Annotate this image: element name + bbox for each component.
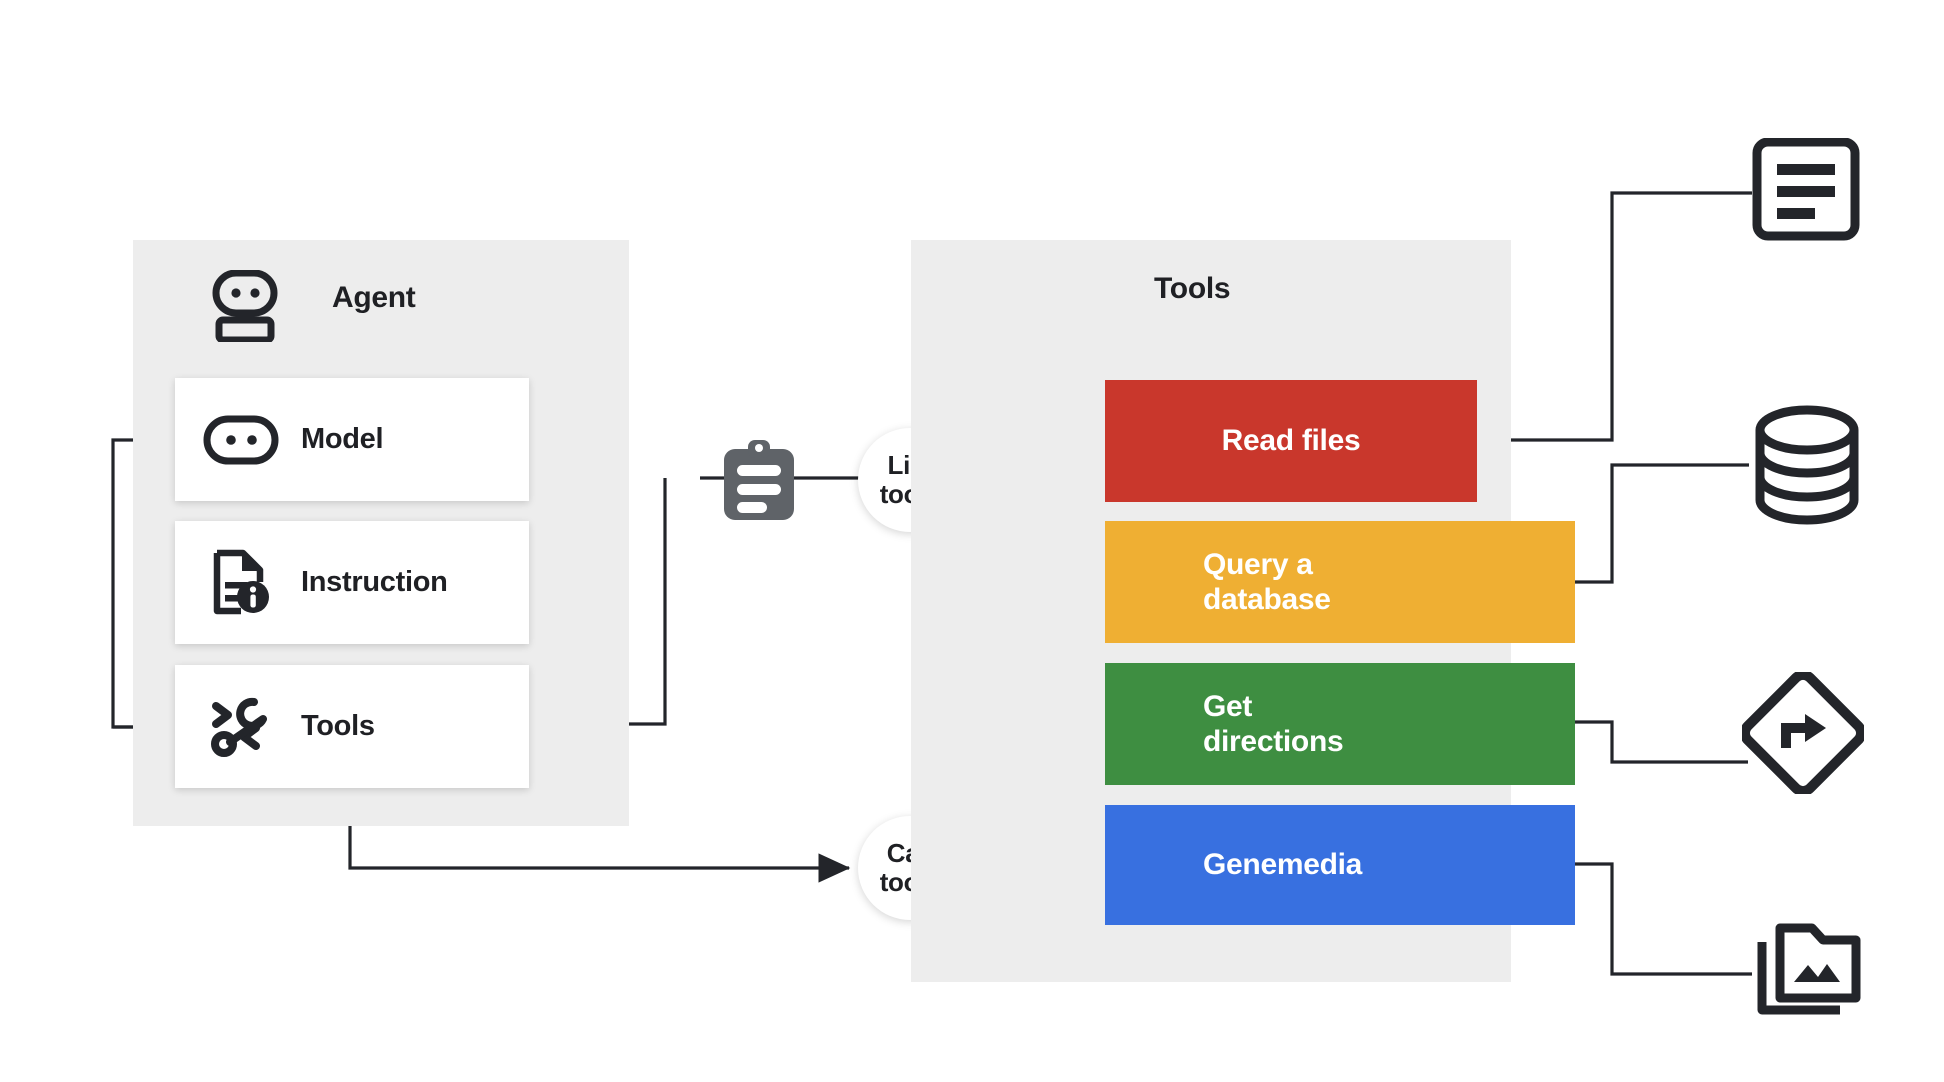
agent-card-label: Model — [301, 423, 384, 455]
tool-query-database[interactable]: Query a database — [1105, 521, 1575, 643]
agent-card-model[interactable]: Model — [175, 378, 529, 501]
tool-read-files[interactable]: Read files — [1105, 380, 1477, 502]
wrench-code-icon — [199, 694, 283, 760]
agent-robot-icon — [210, 269, 280, 347]
tool-genemedia[interactable]: Genemedia — [1105, 805, 1575, 925]
tools-panel-title: Tools — [1154, 272, 1231, 305]
model-chip-icon — [199, 415, 283, 465]
clipboard-list-icon — [722, 440, 796, 527]
agent-card-label: Tools — [301, 710, 375, 742]
tool-label: Read files — [1221, 424, 1361, 458]
agent-card-instruction[interactable]: Instruction — [175, 521, 529, 644]
tool-get-directions[interactable]: Get directions — [1105, 663, 1575, 785]
tool-label: Query a database — [1203, 547, 1331, 616]
agent-title: Agent — [332, 281, 416, 314]
database-icon — [1752, 405, 1862, 530]
document-info-icon — [199, 549, 283, 617]
tool-label: Genemedia — [1203, 848, 1363, 882]
media-folder-icon — [1752, 920, 1864, 1027]
document-lines-icon — [1752, 137, 1860, 247]
agent-card-tools[interactable]: Tools — [175, 665, 529, 788]
wire-read-to-document — [1477, 191, 1752, 442]
tool-label: Get directions — [1203, 689, 1344, 758]
agent-card-label: Instruction — [301, 566, 448, 598]
direction-sign-icon — [1739, 669, 1867, 799]
